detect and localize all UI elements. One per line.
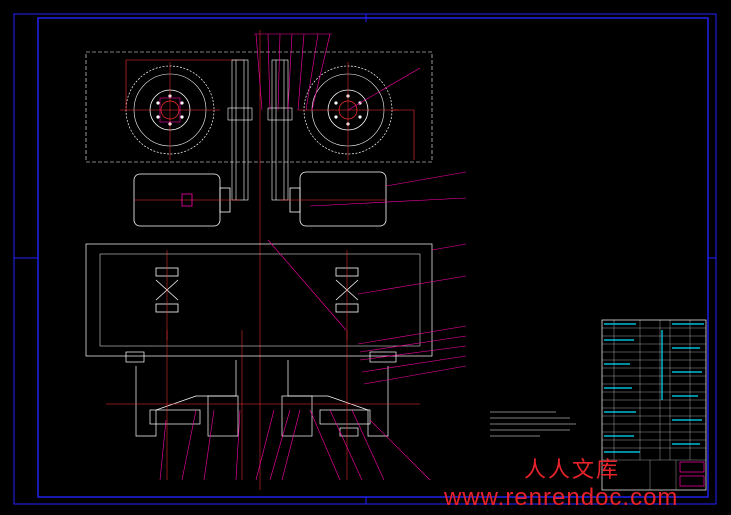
outer-frame xyxy=(13,13,717,505)
watermark-cn: 人人文库 xyxy=(524,458,621,483)
right-motor-icon xyxy=(280,171,387,227)
inner-frame xyxy=(37,17,709,498)
right-coupling-icon xyxy=(335,250,359,340)
watermark-url: www.renrendoc.com xyxy=(444,484,679,511)
right-gear-icon xyxy=(298,62,398,160)
left-coupling-icon xyxy=(155,250,179,340)
technical-notes xyxy=(490,411,576,437)
left-motor-icon xyxy=(133,173,240,227)
gearbox-icon xyxy=(125,351,397,437)
leader-lines xyxy=(159,33,467,481)
title-block-icon xyxy=(601,319,707,491)
left-gear-icon xyxy=(120,62,220,160)
base-frame xyxy=(85,243,433,357)
